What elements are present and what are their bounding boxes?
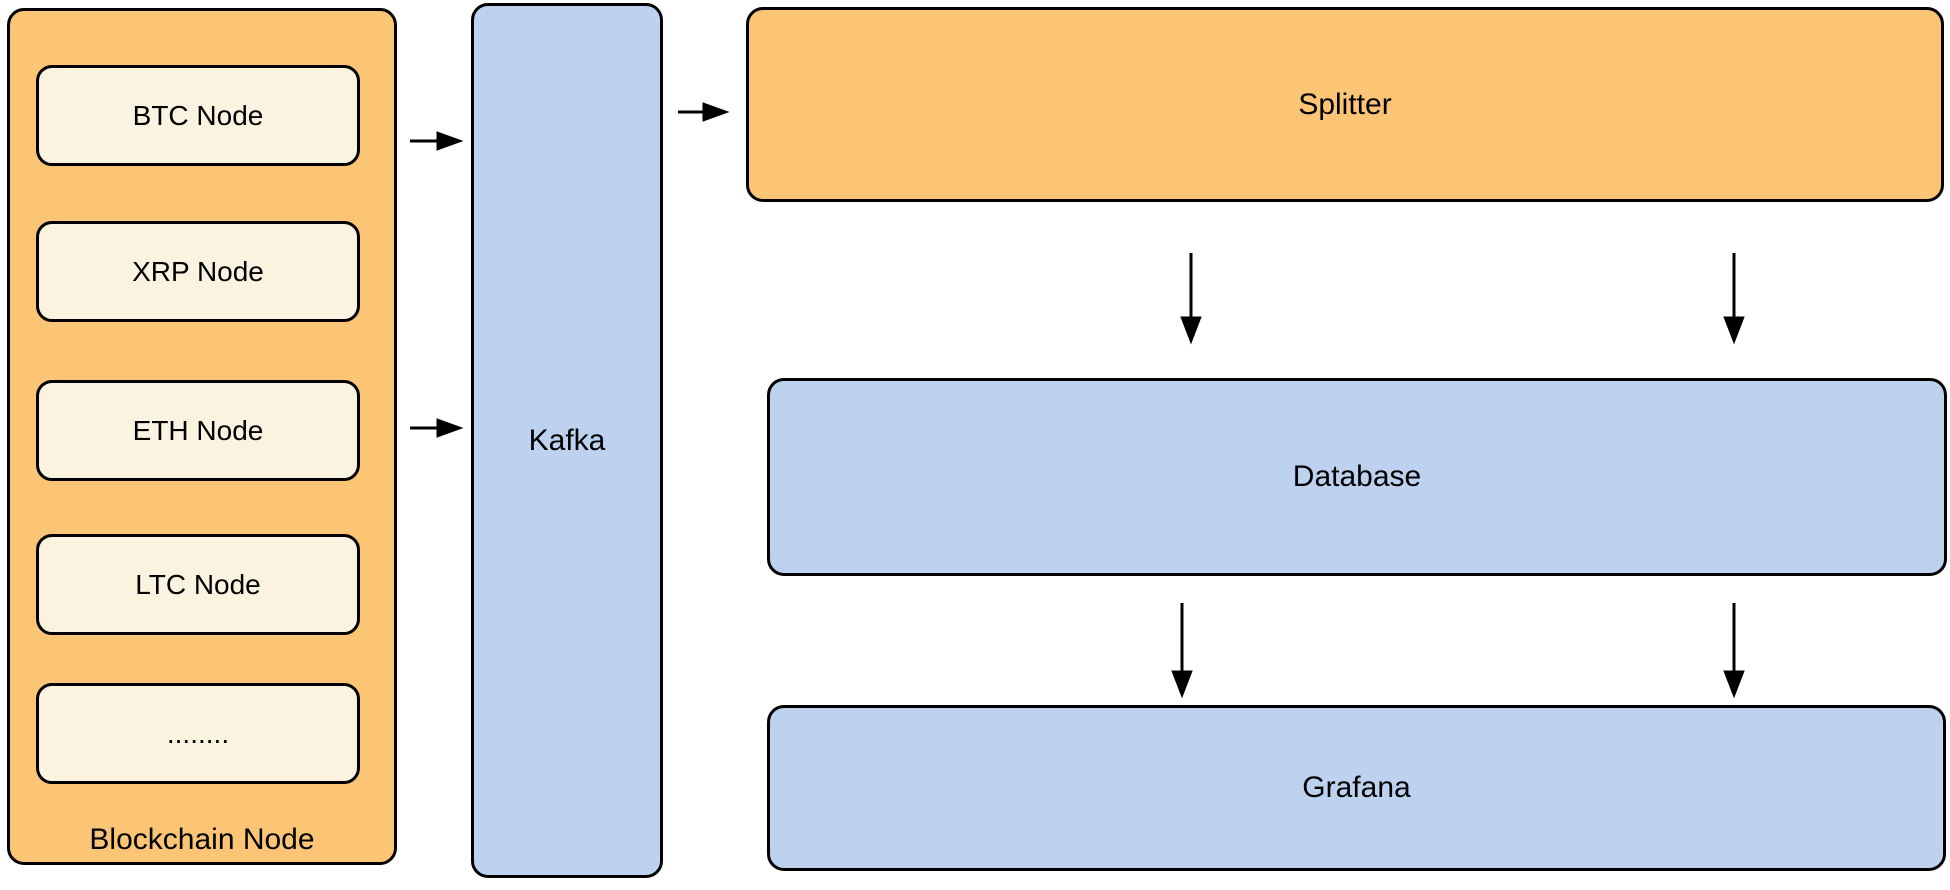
arrow-kafka-to-splitter <box>678 102 730 122</box>
arrow-blockchain-to-kafka-top <box>410 131 464 151</box>
more-nodes-label: ........ <box>166 717 230 749</box>
database-label: Database <box>1292 460 1422 493</box>
grafana-box: Grafana <box>767 705 1946 871</box>
xrp-node-label: XRP Node <box>132 255 264 287</box>
splitter-label: Splitter <box>1298 87 1392 121</box>
blockchain-node-group: BTC Node XRP Node ETH Node LTC Node ....… <box>7 8 397 865</box>
btc-node-box: BTC Node <box>36 65 360 166</box>
ltc-node-label: LTC Node <box>135 568 261 600</box>
btc-node-label: BTC Node <box>132 99 264 131</box>
kafka-box: Kafka <box>471 3 663 878</box>
more-nodes-box: ........ <box>36 683 360 784</box>
arrow-database-to-grafana-left <box>1171 603 1193 699</box>
arrow-database-to-grafana-right <box>1723 603 1745 699</box>
xrp-node-box: XRP Node <box>36 221 360 322</box>
splitter-box: Splitter <box>746 7 1944 202</box>
blockchain-group-label: Blockchain Node <box>89 823 315 856</box>
eth-node-box: ETH Node <box>36 380 360 481</box>
arrow-splitter-to-database-left <box>1180 253 1202 345</box>
ltc-node-box: LTC Node <box>36 534 360 635</box>
eth-node-label: ETH Node <box>132 414 264 446</box>
grafana-label: Grafana <box>1302 771 1411 804</box>
arrow-blockchain-to-kafka-bottom <box>410 418 464 438</box>
arrow-splitter-to-database-right <box>1723 253 1745 345</box>
database-box: Database <box>767 378 1947 576</box>
kafka-label: Kafka <box>528 423 606 457</box>
